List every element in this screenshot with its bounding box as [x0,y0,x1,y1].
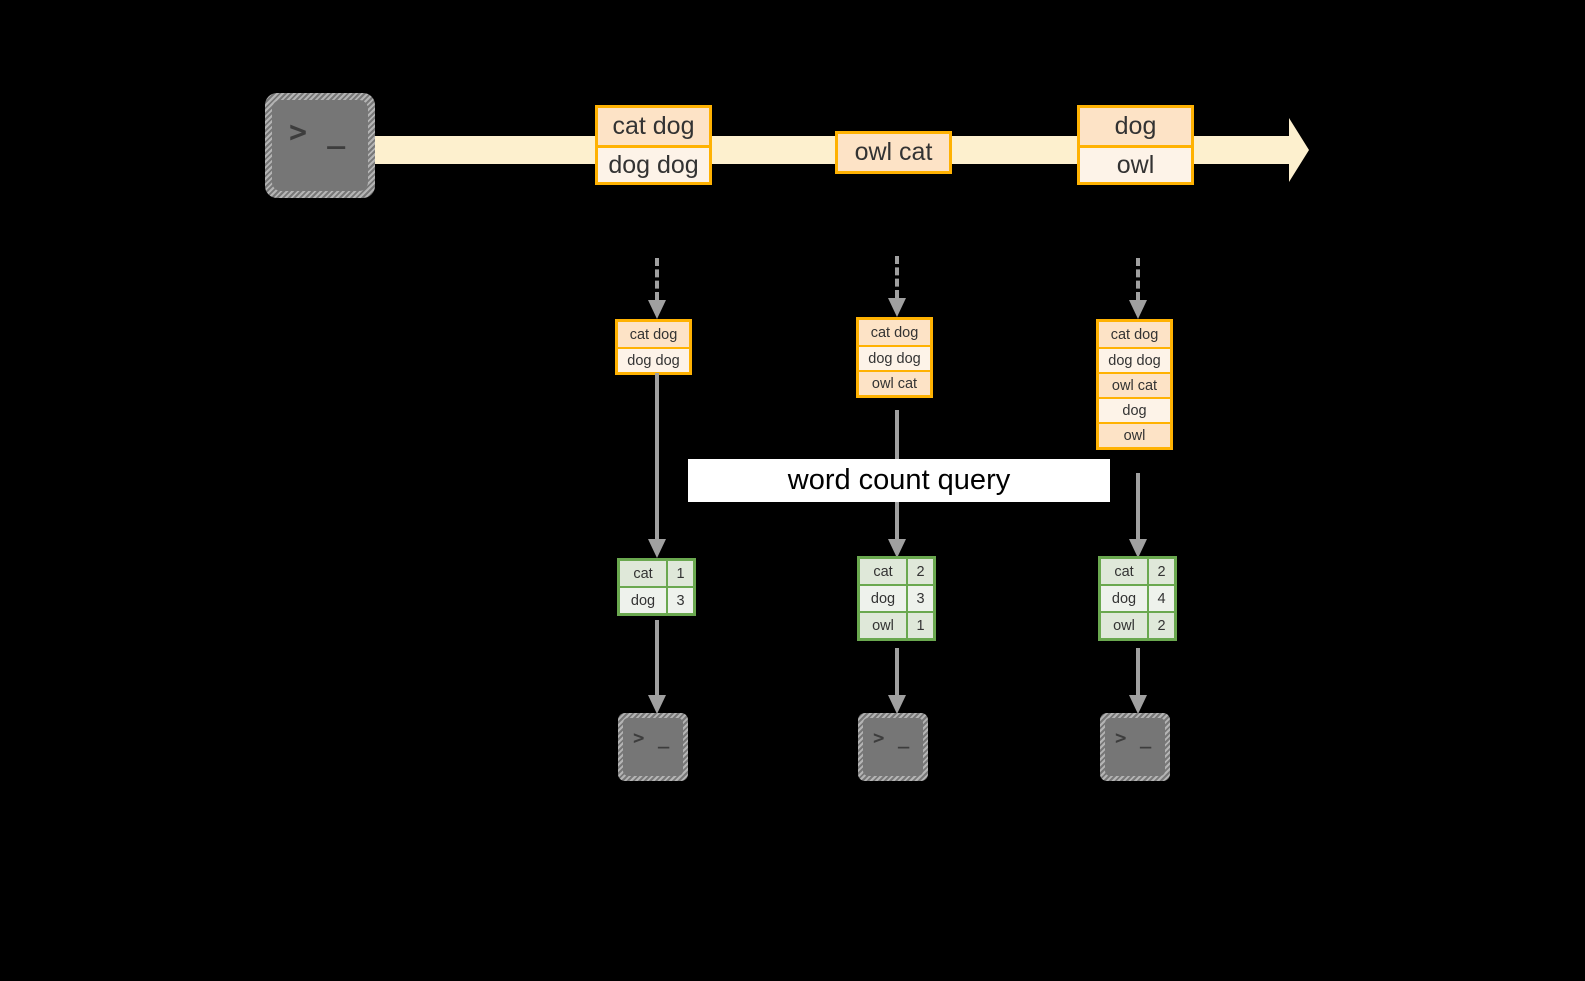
snapshot-line: cat dog [618,322,689,347]
terminal-screen: > _ [863,718,923,776]
result-word: owl [1101,613,1149,638]
result-word: dog [620,588,668,613]
table-row: dog 3 [620,586,693,613]
table-row: cat 1 [620,561,693,586]
source-terminal-icon[interactable]: > _ [265,93,375,198]
terminal-prompt: > _ [1115,727,1153,749]
record-line: owl [1080,145,1191,182]
result-word: owl [860,613,908,638]
terminal-screen: > _ [1105,718,1165,776]
query-label: word count query [688,459,1110,502]
arrowhead-icon [648,695,666,714]
stream-record-c: dog owl [1077,105,1194,185]
connector-shaft [655,373,659,539]
arrowhead-icon [888,539,906,558]
snapshot-stack-1: cat dog dog dog [615,319,692,375]
result-count: 2 [1157,563,1166,580]
snapshot-line: dog dog [1099,347,1170,372]
stream-record-b: owl cat [835,131,952,174]
arrowhead-icon [888,695,906,714]
result-table-2: cat 2 dog 3 owl 1 [857,556,936,641]
sink-terminal-icon-1[interactable]: > _ [618,713,688,781]
connector-shaft [655,258,659,300]
table-row: cat 2 [1101,559,1174,584]
snapshot-line: owl [1099,422,1170,447]
record-line: cat dog [598,108,709,145]
result-count: 1 [916,617,925,634]
snapshot-line: owl cat [1099,372,1170,397]
terminal-prompt: > _ [873,727,911,749]
table-row: owl 1 [860,611,933,638]
sink-terminal-icon-2[interactable]: > _ [858,713,928,781]
terminal-prompt: > _ [633,727,671,749]
record-line: dog dog [598,145,709,182]
snapshot-line: dog [1099,397,1170,422]
record-line: owl cat [838,134,949,171]
table-row: cat 2 [860,559,933,584]
result-count: 3 [916,590,925,607]
terminal-prompt: > _ [289,115,347,150]
arrowhead-icon [648,539,666,558]
result-word: dog [1101,586,1149,611]
result-word: cat [1101,559,1149,584]
table-row: owl 2 [1101,611,1174,638]
connector-shaft [895,256,899,298]
connector-shaft [1136,258,1140,300]
record-line: dog [1080,108,1191,145]
snapshot-line: owl cat [859,370,930,395]
connector-shaft [895,648,899,695]
snapshot-stack-3: cat dog dog dog owl cat dog owl [1096,319,1173,450]
arrowhead-icon [648,300,666,319]
sink-terminal-icon-3[interactable]: > _ [1100,713,1170,781]
snapshot-line: dog dog [859,345,930,370]
result-count: 4 [1157,590,1166,607]
result-word: cat [620,561,668,586]
arrowhead-icon [1129,539,1147,558]
connector-shaft [1136,473,1140,539]
snapshot-line: cat dog [859,320,930,345]
stream-arrow-head [1289,118,1309,182]
result-count: 1 [676,565,685,582]
stream-record-a: cat dog dog dog [595,105,712,185]
arrowhead-icon [888,298,906,317]
result-count: 3 [676,592,685,609]
result-count: 2 [916,563,925,580]
arrowhead-icon [1129,695,1147,714]
table-row: dog 3 [860,584,933,611]
result-word: cat [860,559,908,584]
terminal-screen: > _ [272,100,368,191]
connector-shaft [1136,648,1140,695]
result-table-1: cat 1 dog 3 [617,558,696,616]
table-row: dog 4 [1101,584,1174,611]
snapshot-stack-2: cat dog dog dog owl cat [856,317,933,398]
result-table-3: cat 2 dog 4 owl 2 [1098,556,1177,641]
snapshot-line: dog dog [618,347,689,372]
connector-shaft [655,620,659,695]
result-word: dog [860,586,908,611]
arrowhead-icon [1129,300,1147,319]
terminal-screen: > _ [623,718,683,776]
result-count: 2 [1157,617,1166,634]
snapshot-line: cat dog [1099,322,1170,347]
